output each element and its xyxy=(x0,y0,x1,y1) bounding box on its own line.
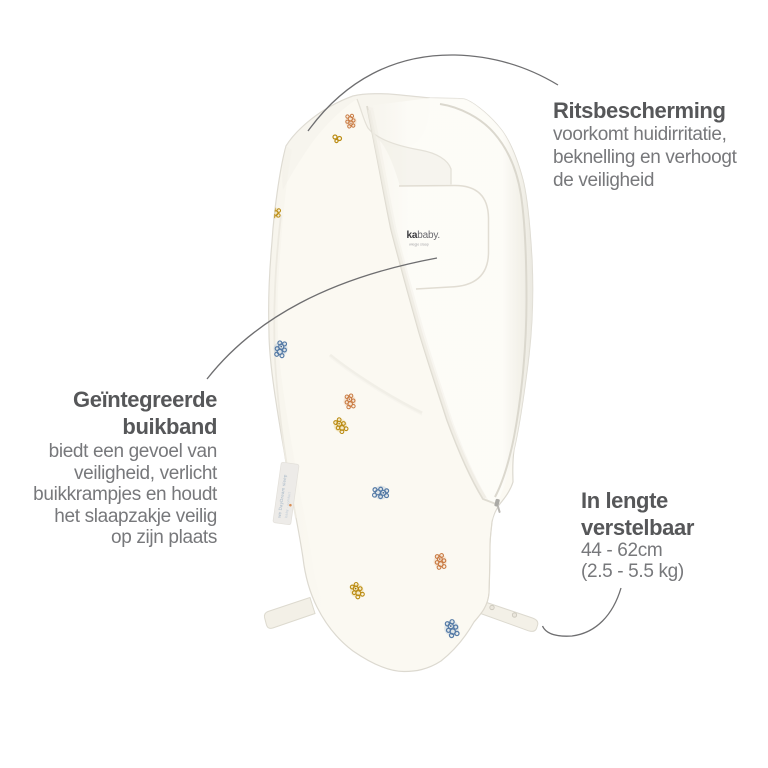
svg-text:kababy.: kababy. xyxy=(407,230,440,241)
svg-text:we DayDream sleep: we DayDream sleep xyxy=(277,474,288,518)
svg-text:baby · comfort: baby · comfort xyxy=(284,492,292,518)
svg-text:wiegje slaap: wiegje slaap xyxy=(409,243,429,247)
